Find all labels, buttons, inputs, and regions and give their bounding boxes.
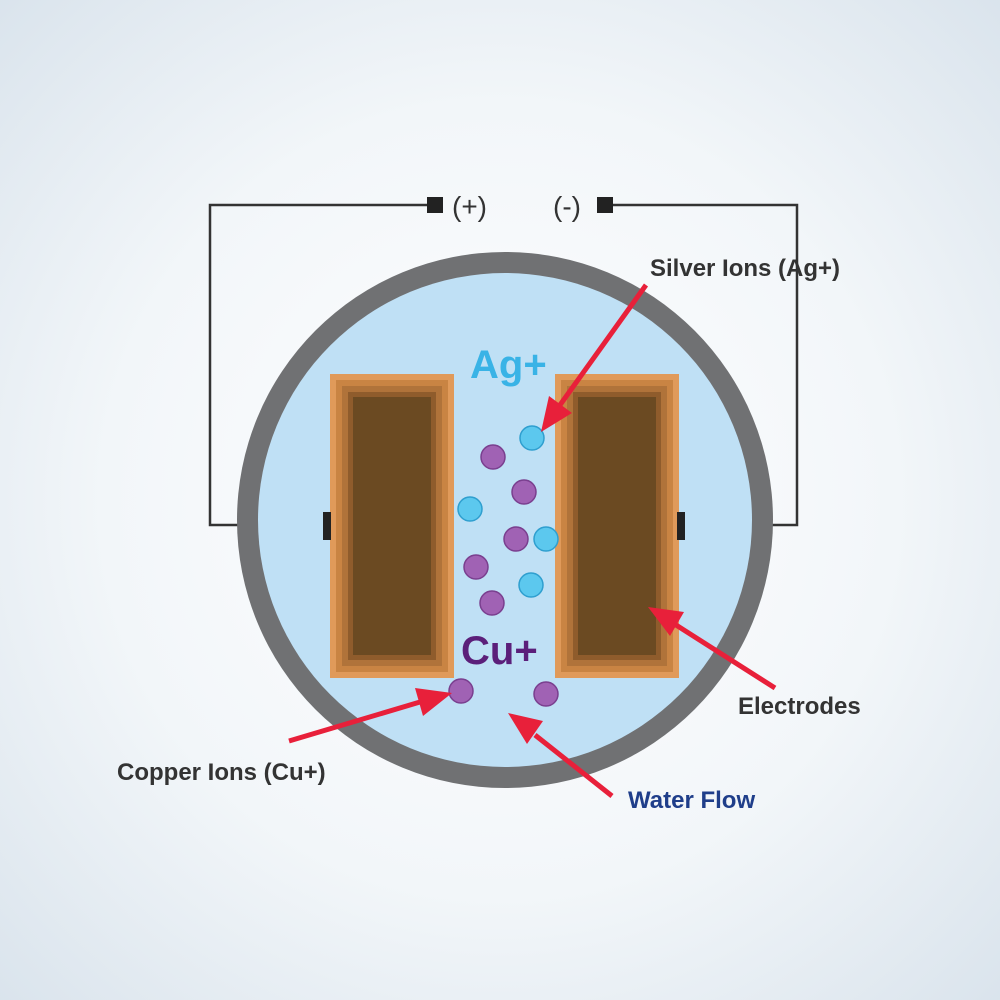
silver-ions-arrow <box>541 283 649 432</box>
positive-terminal-label: (+) <box>452 191 487 222</box>
silver-ion <box>518 572 544 598</box>
copper-ion <box>511 479 537 505</box>
electrodes-label: Electrodes <box>738 693 861 720</box>
copper-ion <box>448 678 474 704</box>
electrodes-arrow <box>648 607 777 691</box>
negative-terminal-label: (-) <box>553 191 581 222</box>
right-electrode-connector <box>677 512 685 540</box>
pointer-arrows <box>288 283 777 798</box>
copper-ion <box>463 554 489 580</box>
silver-ions <box>457 425 559 598</box>
copper-ion <box>480 444 506 470</box>
silver-ion-symbol: Ag+ <box>470 343 547 387</box>
positive-terminal-icon <box>427 197 443 213</box>
left-electrode <box>323 374 454 678</box>
copper-ion-symbol: Cu+ <box>461 629 538 673</box>
copper-ion <box>533 681 559 707</box>
right-electrode <box>555 374 685 678</box>
water-flow-arrow <box>508 713 614 798</box>
silver-ion <box>457 496 483 522</box>
water-flow-label: Water Flow <box>628 787 755 814</box>
copper-ions <box>448 444 559 707</box>
copper-ions-label: Copper Ions (Cu+) <box>117 759 326 786</box>
left-electrode-connector <box>323 512 331 540</box>
copper-ion <box>503 526 529 552</box>
copper-ion <box>479 590 505 616</box>
negative-terminal-icon <box>597 197 613 213</box>
copper-ions-arrow <box>288 688 452 744</box>
silver-ions-label: Silver Ions (Ag+) <box>650 255 840 282</box>
silver-ion <box>533 526 559 552</box>
silver-ion <box>519 425 545 451</box>
